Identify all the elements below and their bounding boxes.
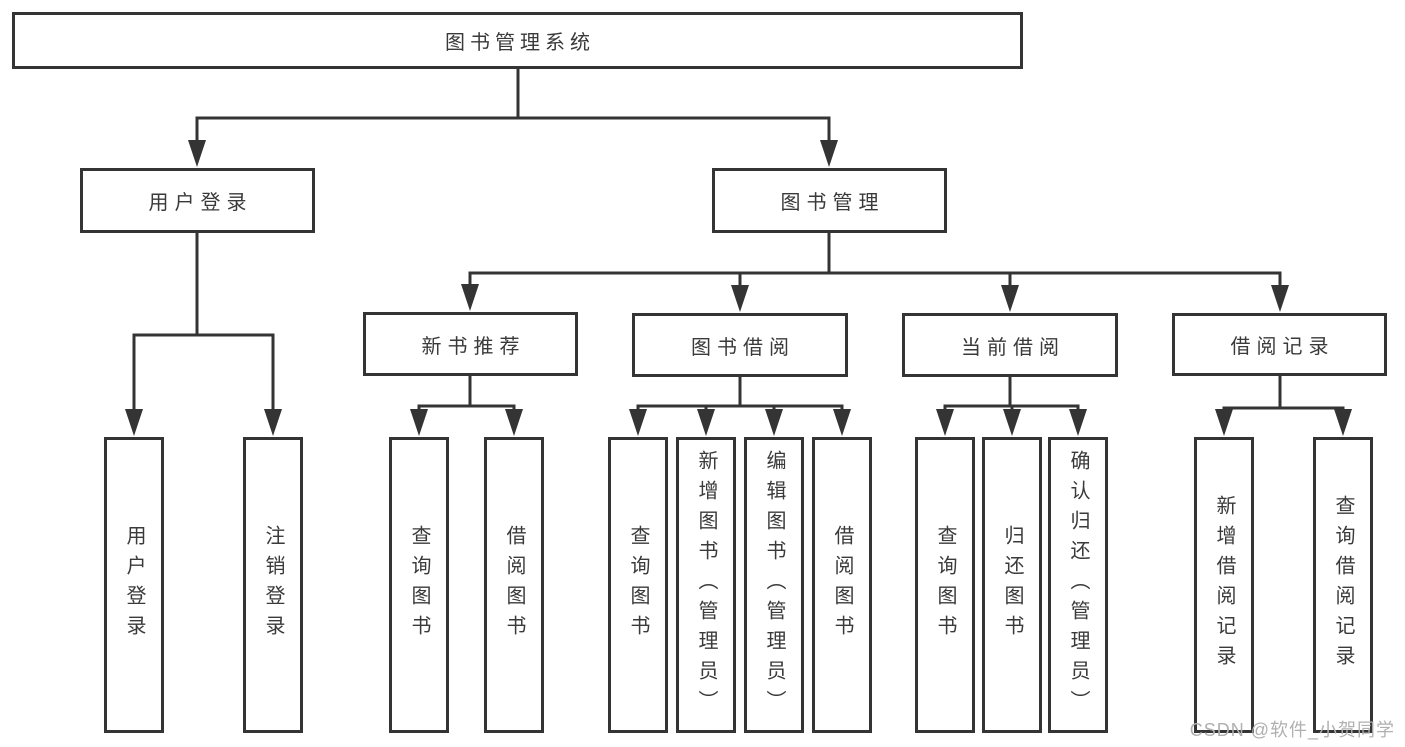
node-library-system: 图书管理系统 — [12, 12, 1023, 69]
arrowhead — [1215, 409, 1233, 436]
arrowhead — [188, 140, 206, 167]
node-borrowing-records: 借阅记录 — [1172, 313, 1387, 376]
arrowhead — [125, 409, 143, 436]
arrowhead — [1271, 285, 1289, 312]
node-add-borrow-record: 新增借阅记录 — [1194, 437, 1254, 733]
node-current-borrowing: 当前借阅 — [902, 313, 1118, 377]
leaf-label: 注销登录 — [262, 525, 284, 645]
node-book-borrowing: 图书借阅 — [632, 313, 848, 377]
arrowhead — [765, 409, 783, 436]
csdn-watermark: CSDN @软件_小贺同学 — [1189, 720, 1395, 740]
arrowhead — [264, 409, 282, 436]
arrowhead — [833, 409, 851, 436]
leaf-label: 查询图书 — [408, 525, 430, 645]
arrowhead — [1003, 409, 1021, 436]
arrowhead — [505, 409, 523, 436]
arrowhead — [410, 409, 428, 436]
node-query-books-current: 查询图书 — [915, 437, 975, 733]
leaf-label: 查询图书 — [627, 525, 649, 645]
leaf-label: 编辑图书（管理员） — [763, 450, 785, 720]
arrowhead — [697, 409, 715, 436]
leaf-label: 借阅图书 — [831, 525, 853, 645]
arrowhead — [461, 284, 479, 311]
node-query-books-borrowing: 查询图书 — [608, 437, 668, 733]
leaf-label: 用户登录 — [123, 525, 145, 645]
leaf-label: 归还图书 — [1001, 525, 1023, 645]
leaf-label: 确认归还（管理员） — [1067, 450, 1089, 720]
arrowhead — [731, 285, 749, 312]
node-user-login-leaf: 用户登录 — [104, 437, 164, 733]
leaf-label: 新增图书（管理员） — [695, 450, 717, 720]
node-query-borrow-record: 查询借阅记录 — [1313, 437, 1373, 733]
node-book-management: 图书管理 — [712, 168, 947, 233]
node-borrow-books-recommend: 借阅图书 — [484, 437, 544, 733]
leaf-label: 借阅图书 — [503, 525, 525, 645]
leaf-label: 查询借阅记录 — [1332, 495, 1354, 675]
node-borrow-books-borrowing: 借阅图书 — [812, 437, 872, 733]
arrowhead — [1334, 409, 1352, 436]
arrowhead — [1001, 285, 1019, 312]
node-add-books-admin: 新增图书（管理员） — [676, 437, 736, 733]
arrowhead — [936, 409, 954, 436]
arrowhead — [820, 140, 838, 167]
arrowhead — [1069, 409, 1087, 436]
node-confirm-return-admin: 确认归还（管理员） — [1048, 437, 1108, 733]
node-return-books: 归还图书 — [982, 437, 1042, 733]
arrowhead — [629, 409, 647, 436]
node-logout: 注销登录 — [243, 437, 303, 733]
node-user-login: 用户登录 — [80, 168, 315, 233]
node-query-books-recommend: 查询图书 — [389, 437, 449, 733]
node-edit-books-admin: 编辑图书（管理员） — [744, 437, 804, 733]
arrowheads — [125, 140, 1352, 436]
node-new-book-recommend: 新书推荐 — [363, 312, 578, 376]
leaf-label: 新增借阅记录 — [1213, 495, 1235, 675]
leaf-label: 查询图书 — [934, 525, 956, 645]
